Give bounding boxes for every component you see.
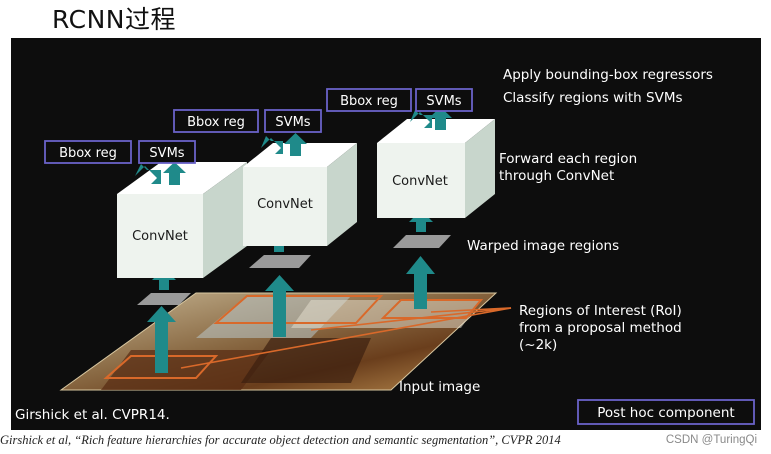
svms-label-2: SVMs xyxy=(275,115,310,130)
bbox-reg-label-3: Bbox reg xyxy=(340,94,398,109)
post-hoc-legend-label: Post hoc component xyxy=(597,405,734,421)
roi-pointer-lines xyxy=(180,307,512,369)
post-hoc-legend-box xyxy=(577,399,755,425)
roi-label-line2: from a proposal method xyxy=(519,320,682,336)
svms-label-1: SVMs xyxy=(149,146,184,161)
convnet-cube-1: ConvNet xyxy=(117,162,247,278)
warped-label: Warped image regions xyxy=(467,238,619,254)
roi-label-line3: (~2k) xyxy=(519,337,557,353)
bbox-reg-label-1: Bbox reg xyxy=(59,146,117,161)
apply-bbox-label: Apply bounding-box regressors xyxy=(503,67,713,83)
rcnn-diagram-slide: ConvNet ConvNet ConvNet Bbox xyxy=(11,38,761,430)
paper-caption: Girshick et al, “Rich feature hierarchie… xyxy=(0,433,561,447)
convnet-cube-2: ConvNet xyxy=(243,143,357,246)
roi-boxes xyxy=(103,295,484,379)
head-boxes xyxy=(44,88,473,164)
bbox-reg-label-2: Bbox reg xyxy=(187,115,245,130)
convnet-cube-3: ConvNet xyxy=(377,119,495,218)
arrows-net-to-heads xyxy=(135,107,452,185)
forward-label-line1: Forward each region xyxy=(499,151,637,167)
svms-label-3: SVMs xyxy=(426,94,461,109)
convnet-label-2: ConvNet xyxy=(257,197,313,212)
convnet-label-3: ConvNet xyxy=(392,174,448,189)
classify-svm-label: Classify regions with SVMs xyxy=(503,90,683,106)
csdn-watermark: CSDN @TuringQi xyxy=(665,434,757,446)
warped-patches xyxy=(137,235,451,305)
page-title: RCNN过程 xyxy=(52,5,176,34)
arrows-image-to-patch xyxy=(147,256,435,373)
input-image-label: Input image xyxy=(399,379,480,395)
slide-citation: Girshick et al. CVPR14. xyxy=(15,407,170,423)
roi-label-line1: Regions of Interest (RoI) xyxy=(519,303,682,319)
forward-label-line2: through ConvNet xyxy=(499,168,614,184)
convnet-label-1: ConvNet xyxy=(132,229,188,244)
